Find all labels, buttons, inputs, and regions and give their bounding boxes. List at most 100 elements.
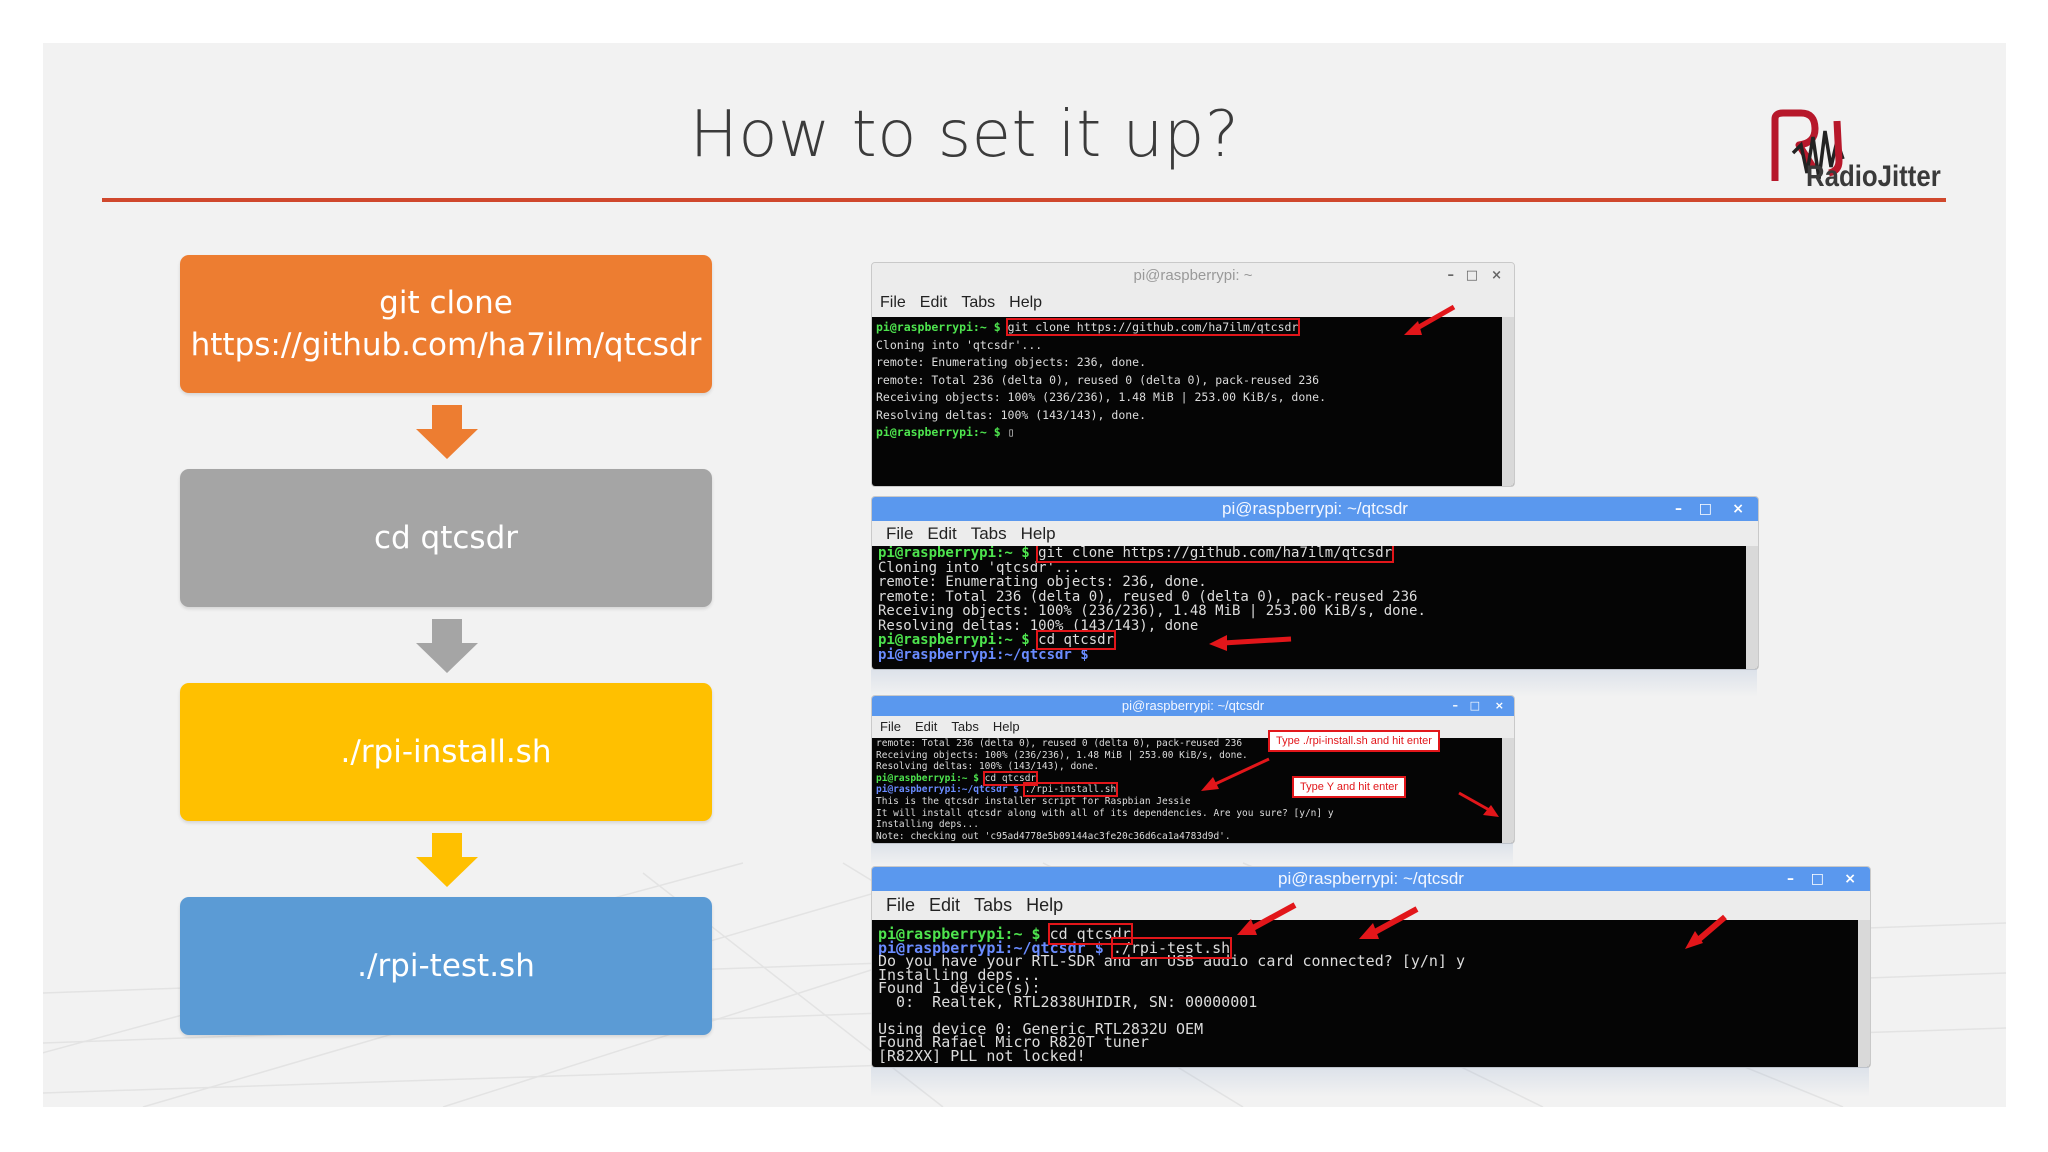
logo-text: RadioJitter bbox=[1806, 160, 1941, 193]
menu-item-edit[interactable]: Edit bbox=[929, 895, 961, 915]
minimize-icon[interactable]: – bbox=[1452, 699, 1459, 712]
terminal-line: pi@raspberrypi:~/qtcsdr $ ./rpi-test.sh bbox=[878, 936, 1864, 959]
callout-install: Type ./rpi-install.sh and hit enter bbox=[1268, 730, 1440, 752]
terminal-output: remote: Total 236 (delta 0), reused 0 (d… bbox=[872, 738, 1514, 843]
terminal-menubar: File Edit Tabs Help bbox=[872, 289, 1514, 317]
terminal-prompt: pi@raspberrypi:~/qtcsdr $ bbox=[876, 784, 1025, 796]
red-arrow-icon bbox=[1209, 635, 1292, 651]
terminal-prompt: pi@raspberrypi:~/qtcsdr $ bbox=[878, 646, 1098, 663]
terminal-menubar: File Edit Tabs Help bbox=[872, 521, 1758, 546]
close-icon[interactable]: × bbox=[1732, 501, 1744, 517]
minimize-icon[interactable]: – bbox=[1447, 268, 1455, 283]
menu-item-help[interactable]: Help bbox=[992, 719, 1020, 734]
terminal-line: pi@raspberrypi:~ $ cd qtcsdr bbox=[878, 630, 1752, 650]
terminal-scrollbar[interactable] bbox=[1502, 317, 1514, 486]
terminal-reflection bbox=[871, 843, 1513, 867]
terminal-prompt: pi@raspberrypi:~ $ bbox=[878, 546, 1039, 561]
arrow-down-icon bbox=[416, 619, 478, 673]
menu-item-file[interactable]: File bbox=[880, 294, 906, 311]
terminal-line: pi@raspberrypi:~ $ cd qtcsdr bbox=[876, 770, 1510, 786]
step-git-clone: git clone https://github.com/ha7ilm/qtcs… bbox=[180, 255, 712, 393]
terminal-line: Using device 0: Generic RTL2832U OEM bbox=[878, 1019, 1204, 1038]
terminal-line: pi@raspberrypi:~ $ cd qtcsdr bbox=[878, 923, 1864, 945]
red-arrow-icon bbox=[1458, 791, 1499, 817]
terminal-prompt: pi@raspberrypi:~ $ bbox=[876, 320, 1008, 334]
terminal-title: pi@raspberrypi: ~/qtcsdr bbox=[1278, 869, 1464, 888]
terminal-scrollbar[interactable] bbox=[1746, 546, 1758, 669]
menu-item-tabs[interactable]: Tabs bbox=[970, 524, 1007, 543]
terminal-titlebar: pi@raspberrypi: ~ – □ × bbox=[872, 263, 1514, 289]
terminal-line: 0: Realtek, RTL2838UHIDIR, SN: 00000001 bbox=[878, 992, 1258, 1011]
menu-item-tabs[interactable]: Tabs bbox=[951, 719, 979, 734]
step-git-clone-line-2: https://github.com/ha7ilm/qtcsdr bbox=[190, 327, 702, 363]
menu-item-help[interactable]: Help bbox=[1009, 294, 1043, 311]
menu-item-file[interactable]: File bbox=[886, 895, 916, 915]
step-rpi-test: ./rpi-test.sh bbox=[180, 897, 712, 1035]
terminal-line: Receiving objects: 100% (236/236), 1.48 … bbox=[878, 603, 1426, 619]
menu-item-edit[interactable]: Edit bbox=[919, 294, 948, 311]
terminal-menubar: File Edit Tabs Help bbox=[872, 891, 1870, 920]
terminal-line: remote: Enumerating objects: 236, done. bbox=[876, 355, 1147, 369]
terminal-prompt: pi@raspberrypi:~ $ bbox=[878, 925, 1050, 943]
menu-item-edit[interactable]: Edit bbox=[914, 719, 938, 734]
terminal-line: Receiving objects: 100% (236/236), 1.48 … bbox=[876, 390, 1327, 404]
terminal-line: Found 1 device(s): bbox=[878, 979, 1041, 997]
terminal-command: ./rpi-test.sh bbox=[1110, 936, 1233, 959]
close-icon[interactable]: × bbox=[1844, 871, 1856, 887]
slide-title: How to set it up? bbox=[689, 98, 1240, 172]
terminal-output: pi@raspberrypi:~ $ git clone https://git… bbox=[872, 317, 1514, 486]
terminal-line: Found Rafael Micro R820T tuner bbox=[878, 1033, 1149, 1051]
terminal-line: It will install qtcsdr along with all of… bbox=[876, 807, 1334, 819]
terminal-line: [R82XX] PLL not locked! bbox=[878, 1046, 1086, 1065]
maximize-icon[interactable]: □ bbox=[1469, 699, 1480, 712]
step-rpi-test-line-1: ./rpi-test.sh bbox=[357, 948, 535, 984]
terminal-prompt: pi@raspberrypi:~ $ bbox=[876, 772, 985, 784]
maximize-icon[interactable]: □ bbox=[1465, 268, 1478, 283]
menu-item-tabs[interactable]: Tabs bbox=[961, 294, 996, 311]
close-icon[interactable]: × bbox=[1494, 699, 1504, 712]
step-cd-qtcsdr-line-1: cd qtcsdr bbox=[373, 520, 519, 556]
arrow-down-icon bbox=[416, 833, 478, 887]
terminal-prompt: pi@raspberrypi:~/qtcsdr $ bbox=[878, 938, 1113, 957]
terminal-prompt: pi@raspberrypi:~ $ bbox=[876, 425, 1008, 439]
terminal-line: remote: Total 236 (delta 0), reused 0 (d… bbox=[876, 372, 1320, 387]
terminal-line: pi@raspberrypi:~/qtcsdr $ bbox=[878, 646, 1752, 663]
terminal-command: cd qtcsdr bbox=[1036, 630, 1117, 650]
slide: How to set it up? RadioJitter git clone … bbox=[43, 43, 2006, 1107]
minimize-icon[interactable]: – bbox=[1675, 501, 1682, 517]
close-icon[interactable]: × bbox=[1491, 268, 1502, 283]
terminal-line: Installing deps... bbox=[878, 965, 1041, 984]
terminal-command: cd qtcsdr bbox=[1047, 923, 1133, 945]
terminal-command: git clone https://github.com/ha7ilm/qtcs… bbox=[1036, 546, 1395, 563]
terminal-scrollbar[interactable] bbox=[1858, 920, 1870, 1067]
menu-item-help[interactable]: Help bbox=[1026, 895, 1064, 915]
terminal-title: pi@raspberrypi: ~/qtcsdr bbox=[1121, 698, 1265, 713]
maximize-icon[interactable]: □ bbox=[1810, 871, 1824, 887]
red-arrow-icon bbox=[1237, 902, 1297, 935]
minimize-icon[interactable]: – bbox=[1787, 871, 1794, 887]
terminal-line: Resolving deltas: 100% (143/143), done. bbox=[876, 407, 1147, 422]
terminal-line: Note: checking out 'c95ad4778e5b09144ac3… bbox=[876, 830, 1231, 842]
terminal-line: This is the qtcsdr installer script for … bbox=[876, 795, 1191, 807]
red-arrow-icon bbox=[1201, 757, 1270, 791]
menu-item-file[interactable]: File bbox=[880, 719, 901, 734]
terminal-line: Do you have your RTL-SDR and an USB audi… bbox=[878, 952, 1465, 970]
terminal-window-git-clone: pi@raspberrypi: ~ – □ × File Edit Tabs Help… bbox=[871, 262, 1515, 487]
red-arrow-icon bbox=[1404, 304, 1456, 335]
menu-item-tabs[interactable]: Tabs bbox=[974, 895, 1013, 915]
arrow-down-icon bbox=[416, 405, 478, 459]
terminal-output: pi@raspberrypi:~ $ git clone https://git… bbox=[872, 546, 1758, 669]
terminal-command: cd qtcsdr bbox=[982, 770, 1039, 786]
terminal-prompt: pi@raspberrypi:~ $ bbox=[878, 632, 1039, 648]
terminal-line: remote: Total 236 (delta 0), reused 0 (d… bbox=[878, 588, 1418, 605]
menu-item-file[interactable]: File bbox=[886, 524, 914, 543]
terminal-scrollbar[interactable] bbox=[1502, 738, 1514, 843]
maximize-icon[interactable]: □ bbox=[1698, 501, 1712, 517]
menu-item-edit[interactable]: Edit bbox=[927, 524, 957, 543]
terminal-line: remote: Enumerating objects: 236, done. bbox=[878, 574, 1207, 590]
red-arrow-icon bbox=[1685, 914, 1727, 949]
terminal-command: git clone https://github.com/ha7ilm/qtcs… bbox=[1005, 318, 1301, 336]
menu-item-help[interactable]: Help bbox=[1020, 524, 1056, 543]
